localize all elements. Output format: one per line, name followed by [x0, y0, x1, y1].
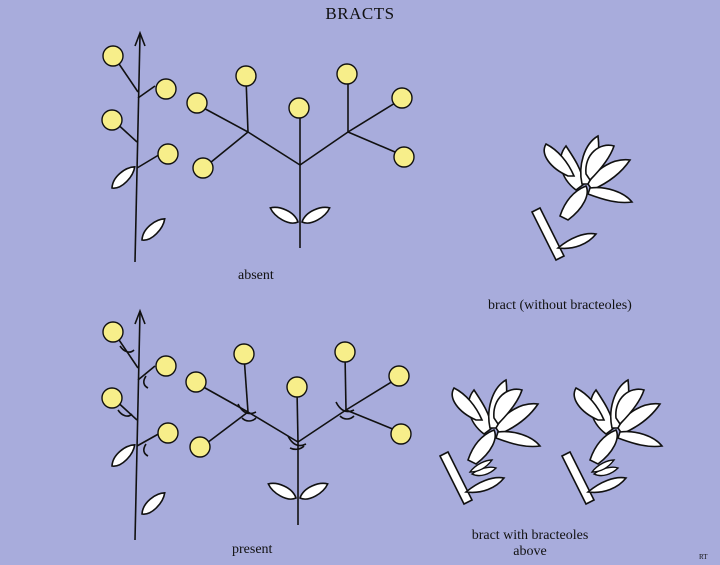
flower-bud — [390, 423, 412, 445]
label-present: present — [232, 542, 273, 557]
raceme-present-flowers — [101, 321, 179, 444]
cyme-present — [197, 353, 401, 525]
cyme-absent-flowers — [186, 63, 415, 179]
raceme-absent — [112, 30, 163, 263]
flower-bud — [235, 65, 257, 87]
author-initials: RT — [699, 553, 708, 561]
flower-bud — [157, 143, 179, 165]
flower-bud — [288, 97, 310, 119]
flower-bud — [101, 109, 123, 131]
flower-bud — [192, 157, 214, 179]
flower-bud — [391, 87, 413, 109]
flower-bud — [101, 387, 123, 409]
leaf — [106, 164, 141, 191]
flower-bud — [155, 355, 177, 377]
diagram-title: BRACTS — [325, 4, 395, 23]
flower-bud — [185, 371, 207, 393]
flower-bud — [336, 63, 358, 85]
label-bract-with-bracteoles-line2: above — [513, 544, 547, 559]
leaf — [267, 205, 301, 226]
label-bract-without-bracteoles: bract (without bracteoles) — [488, 298, 632, 313]
leaf — [299, 205, 333, 226]
flower-with-bract — [531, 135, 633, 261]
leaf — [136, 216, 171, 243]
flower-with-bract-and-bracteoles — [439, 379, 541, 505]
flower-bud — [388, 365, 410, 387]
flower-bud — [334, 341, 356, 363]
flower-bud — [186, 92, 208, 114]
flower-bud — [233, 343, 255, 365]
flower-bud — [286, 376, 308, 398]
flower-bud — [155, 78, 177, 100]
flower-with-bract-and-bracteoles — [561, 379, 663, 505]
leaf — [265, 481, 299, 502]
flower-bud — [102, 45, 124, 67]
cyme-absent — [197, 76, 403, 248]
label-absent: absent — [238, 268, 274, 283]
cyme-present-flowers — [185, 341, 412, 458]
leaf — [106, 442, 141, 469]
leaf — [297, 481, 331, 502]
leaf — [136, 490, 171, 517]
flower-bud — [189, 436, 211, 458]
label-bract-with-bracteoles: bract with bracteoles above — [450, 528, 610, 560]
label-bract-with-bracteoles-line1: bract with bracteoles — [471, 528, 589, 543]
flower-bud — [393, 146, 415, 168]
raceme-absent-flowers — [101, 45, 179, 165]
flower-bud — [157, 422, 179, 444]
flower-bud — [102, 321, 124, 343]
